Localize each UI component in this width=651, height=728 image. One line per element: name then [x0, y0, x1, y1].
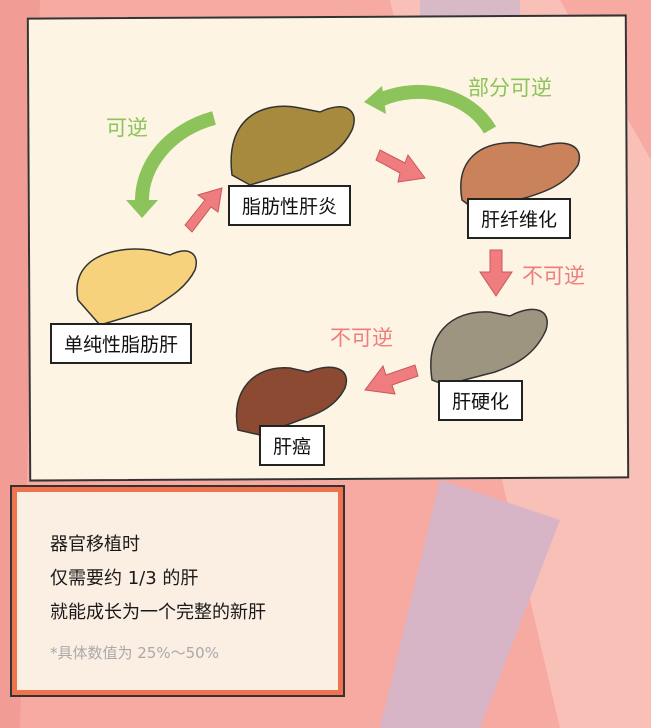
irreversible-label-1: 不可逆 [522, 264, 585, 288]
reversible-label: 可逆 [106, 116, 148, 140]
fibrosis-liver-icon [460, 142, 581, 211]
reversible-arrow [134, 111, 217, 206]
irreversible-label-2: 不可逆 [330, 326, 393, 350]
hepatitis-liver-icon [230, 105, 355, 186]
info-box: 器官移植时 仅需要约 1/3 的肝 就能成长为一个完整的新肝 *具体数值为 25… [10, 485, 345, 697]
info-line-2: 仅需要约 1/3 的肝 [50, 568, 199, 589]
arrow-cirrhosis-to-cancer [364, 364, 419, 395]
partially-reversible-arrow [377, 85, 497, 134]
arrow-fibrosis-to-cirrhosis [479, 249, 513, 297]
partially-reversible-label: 部分可逆 [468, 76, 552, 100]
stage-cirrhosis: 肝硬化 [438, 380, 524, 421]
arrow-fatty-to-hepatitis [184, 187, 223, 233]
arrow-hepatitis-to-fibrosis [375, 149, 426, 183]
stage-simple-fatty-liver: 单纯性脂肪肝 [50, 323, 193, 364]
stage-fatty-hepatitis: 脂肪性肝炎 [228, 185, 352, 226]
info-line-1: 器官移植时 [50, 534, 140, 555]
fatty-liver-icon [76, 248, 197, 326]
stage-liver-cancer: 肝癌 [259, 425, 326, 466]
cirrhosis-liver-icon [430, 308, 548, 386]
info-note: *具体数值为 25%～50% [50, 644, 219, 662]
partially-reversible-arrowhead [364, 86, 386, 114]
reversible-arrowhead [126, 200, 158, 218]
cancer-liver-icon [235, 366, 348, 436]
info-line-3: 就能成长为一个完整的新肝 [50, 602, 266, 623]
stage-liver-fibrosis: 肝纤维化 [467, 198, 572, 239]
